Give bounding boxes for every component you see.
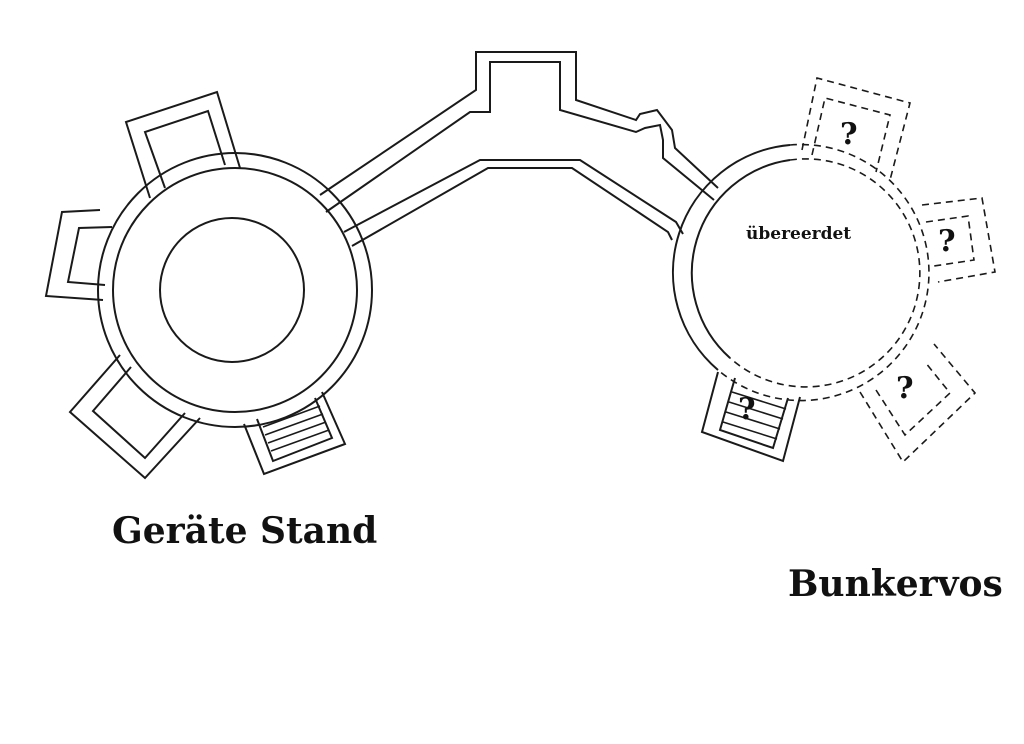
left-bunker-inner-wall [112,167,358,413]
left-top-niche [124,90,241,199]
left-bunker [44,90,373,480]
right-bunker [671,77,996,464]
right-bottom-niche [859,343,977,464]
unknown-mark-side-niche: ? [938,224,956,259]
right-bunker-solid-wall [671,144,791,371]
left-bottom-niche [68,354,201,480]
unknown-mark-bottom-niche: ? [896,371,914,406]
left-structure-label: Geräte Stand [112,510,378,552]
left-stair-niche [243,391,347,476]
connecting-corridor [319,51,719,247]
right-structure-note: übereerdet [746,224,852,244]
right-top-niche [801,77,911,181]
right-structure-label: Bunkervos [788,563,1003,605]
left-side-niche [44,209,113,301]
left-bunker-outer-wall [97,152,373,428]
right-side-niche [921,197,996,283]
unknown-mark-stair-niche: ? [738,392,756,427]
right-bunker-dashed-wall [717,143,930,402]
unknown-mark-top-niche: ? [840,117,858,152]
right-stair-niche [700,371,801,463]
left-bunker-central-pedestal [159,217,305,363]
